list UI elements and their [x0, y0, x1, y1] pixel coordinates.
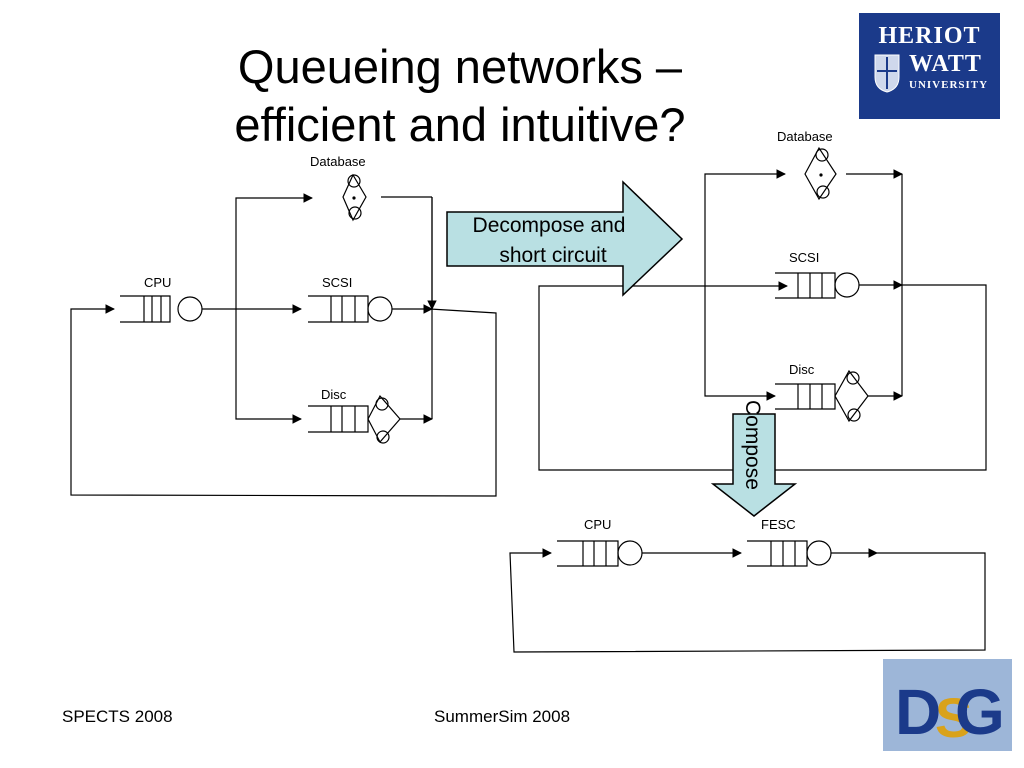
slide-title-line2: efficient and intuitive?	[234, 98, 686, 151]
left-feedback-line	[70, 304, 497, 497]
heriot-watt-logo: HERIOT WATT UNIVERSITY	[859, 13, 1000, 119]
crest-icon	[874, 54, 900, 93]
left-scsi-queue	[308, 295, 393, 323]
decompose-label-line2: short circuit	[499, 244, 607, 267]
compose-label: Compose	[741, 400, 764, 490]
left-disc-label: Disc	[321, 387, 347, 402]
left-cpu-queue	[120, 295, 203, 323]
decompose-label-line1: Decompose and	[473, 214, 626, 237]
slide-title-line1: Queueing networks –	[237, 40, 683, 93]
right-disc-queue	[775, 369, 869, 423]
right-scsi-queue	[775, 272, 860, 299]
left-disc-queue	[308, 394, 401, 444]
bottom-cpu-queue	[557, 540, 643, 567]
footer-left: SPECTS 2008	[62, 707, 173, 726]
left-cpu-label: CPU	[144, 275, 171, 290]
slide-title: Queueing networks – efficient and intuit…	[150, 38, 770, 154]
right-database-node	[804, 146, 837, 201]
compose-arrow	[710, 413, 798, 517]
left-database-label: Database	[310, 154, 366, 169]
left-network	[70, 173, 497, 497]
bottom-network	[509, 540, 986, 653]
left-database-node	[342, 173, 367, 222]
decompose-arrow	[446, 180, 684, 297]
bottom-cpu-label: CPU	[584, 517, 611, 532]
footer-center: SummerSim 2008	[434, 707, 571, 726]
right-database-label: Database	[777, 129, 833, 144]
dsg-logo-s: S	[935, 686, 972, 749]
bottom-fesc-label: FESC	[761, 517, 796, 532]
left-scsi-label: SCSI	[322, 275, 352, 290]
dsg-logo-g: G	[955, 676, 1005, 748]
logo-heriot-text: HERIOT	[878, 23, 981, 49]
dsg-logo-d: D	[895, 676, 941, 748]
right-scsi-label: SCSI	[789, 250, 819, 265]
bottom-fesc-queue	[747, 540, 832, 567]
bottom-feedback-line	[509, 548, 986, 653]
right-disc-label: Disc	[789, 362, 815, 377]
dsg-logo: D S G	[883, 659, 1012, 751]
logo-watt-text: WATT	[909, 51, 982, 77]
logo-university-text: UNIVERSITY	[909, 79, 989, 91]
